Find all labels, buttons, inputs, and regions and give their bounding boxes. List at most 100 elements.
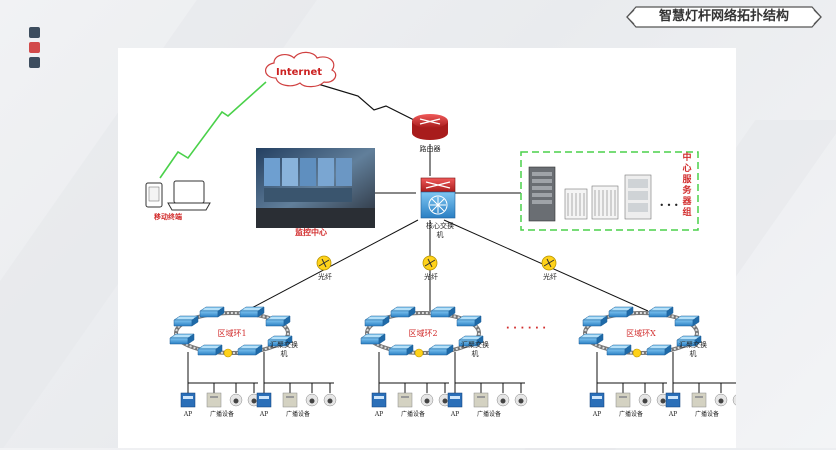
mobile-terminal-icon [145, 180, 211, 211]
camera-icon [323, 393, 337, 407]
switch-icon [428, 344, 454, 356]
ap-label: AP [592, 411, 601, 418]
switch-icon [646, 344, 672, 356]
endpoint-group: AP 广播设备 [447, 382, 528, 418]
core-switch-label: 核心交换 [426, 221, 454, 230]
ap-icon [180, 392, 196, 408]
switch-icon [173, 315, 199, 327]
camera-icon [514, 393, 528, 407]
switch-icon [430, 306, 456, 318]
ap-icon [256, 392, 272, 408]
monitoring-center-label: 监控中心 [295, 227, 327, 237]
ap-icon [371, 392, 387, 408]
broadcast-device-label: 广播设备 [286, 410, 310, 418]
core-switch-label: 机 [437, 230, 444, 239]
broadcast-device-label: 广播设备 [477, 410, 501, 418]
switch-icon [364, 315, 390, 327]
fiber-marker [316, 255, 332, 271]
fiber-label: 光纤 [424, 272, 438, 281]
broadcast-device-icon [282, 392, 298, 408]
fiber-marker [632, 348, 642, 358]
switch-icon [608, 306, 634, 318]
fiber-marker [422, 255, 438, 271]
server-rack-icon [528, 166, 556, 222]
broadcast-device-icon [615, 392, 631, 408]
router-label: 路由器 [420, 144, 441, 153]
switch-icon [582, 315, 608, 327]
broadcast-device-label: 广播设备 [619, 410, 643, 418]
switch-icon [456, 315, 482, 327]
switch-icon [199, 306, 225, 318]
broadcast-device-icon [473, 392, 489, 408]
switch-icon [606, 344, 632, 356]
switch-icon [267, 335, 293, 347]
area-ring-label: 区域环X [626, 328, 656, 338]
broadcast-device-label: 广播设备 [401, 410, 425, 418]
title-banner: 智慧灯杆网络拓扑结构 [626, 6, 822, 28]
aggregation-switch-label: 机 [472, 349, 479, 358]
switch-icon [458, 335, 484, 347]
switch-icon [674, 315, 700, 327]
fiber-marker [414, 348, 424, 358]
area-ring-label: 区域环2 [408, 328, 437, 338]
ap-label: AP [259, 411, 268, 418]
ring-dots: · · · · · · [506, 323, 546, 334]
internet-label: Internet [276, 67, 322, 78]
marker-square [29, 42, 40, 53]
svg-text:中心服务器组: 中心服务器组 [681, 151, 692, 218]
mobile-terminal-label: 移动终端 [154, 212, 182, 221]
monitoring-center-photo [256, 148, 375, 228]
switch-icon [360, 333, 386, 345]
topology-diagram: Internet 路由器 监控中心 核心交换 机 [118, 48, 736, 448]
switch-icon [676, 335, 702, 347]
switch-icon [265, 315, 291, 327]
switch-icon [169, 333, 195, 345]
ap-label: AP [450, 411, 459, 418]
page-title: 智慧灯杆网络拓扑结构 [658, 9, 789, 24]
camera-icon [496, 393, 510, 407]
side-markers [29, 27, 40, 68]
ap-label: AP [374, 411, 383, 418]
camera-icon [714, 393, 728, 407]
server-cabinet-icon [624, 174, 652, 220]
camera-icon [420, 393, 434, 407]
marker-square [29, 27, 40, 38]
broadcast-device-label: 广播设备 [695, 410, 719, 418]
ring-label-bg [617, 327, 665, 339]
ap-label: AP [668, 411, 677, 418]
ellipsis-label: • • • [659, 201, 678, 210]
ring-label-bg [399, 327, 447, 339]
aggregation-switch-label: 汇聚交换 [270, 340, 298, 349]
internet-cloud: Internet [265, 51, 337, 88]
switch-icon [388, 344, 414, 356]
ring-label-bg [208, 327, 256, 339]
ap-label: AP [183, 411, 192, 418]
switch-icon [197, 344, 223, 356]
fiber-marker [541, 255, 557, 271]
switch-icon [390, 306, 416, 318]
endpoint-group: AP 广播设备 [180, 382, 261, 418]
switch-icon [578, 333, 604, 345]
aggregation-switch-label: 机 [690, 349, 697, 358]
ap-icon [589, 392, 605, 408]
aggregation-switch-label: 汇聚交换 [461, 340, 489, 349]
broadcast-device-icon [691, 392, 707, 408]
camera-icon [638, 393, 652, 407]
broadcast-device-icon [206, 392, 222, 408]
switch-icon [648, 306, 674, 318]
broadcast-device-label: 广播设备 [210, 410, 234, 418]
fiber-label: 光纤 [543, 272, 557, 281]
endpoint-group: AP 广播设备 [589, 382, 670, 418]
aggregation-switch-label: 汇聚交换 [679, 340, 707, 349]
ap-icon [665, 392, 681, 408]
fiber-marker [223, 348, 233, 358]
switch-icon [237, 344, 263, 356]
server-blade-icon [564, 188, 588, 220]
area-ring-label: 区域环1 [217, 328, 246, 338]
ap-icon [447, 392, 463, 408]
core-switch-icon [420, 177, 456, 219]
aggregation-switch-label: 机 [281, 349, 288, 358]
camera-icon [229, 393, 243, 407]
camera-icon [732, 394, 736, 406]
